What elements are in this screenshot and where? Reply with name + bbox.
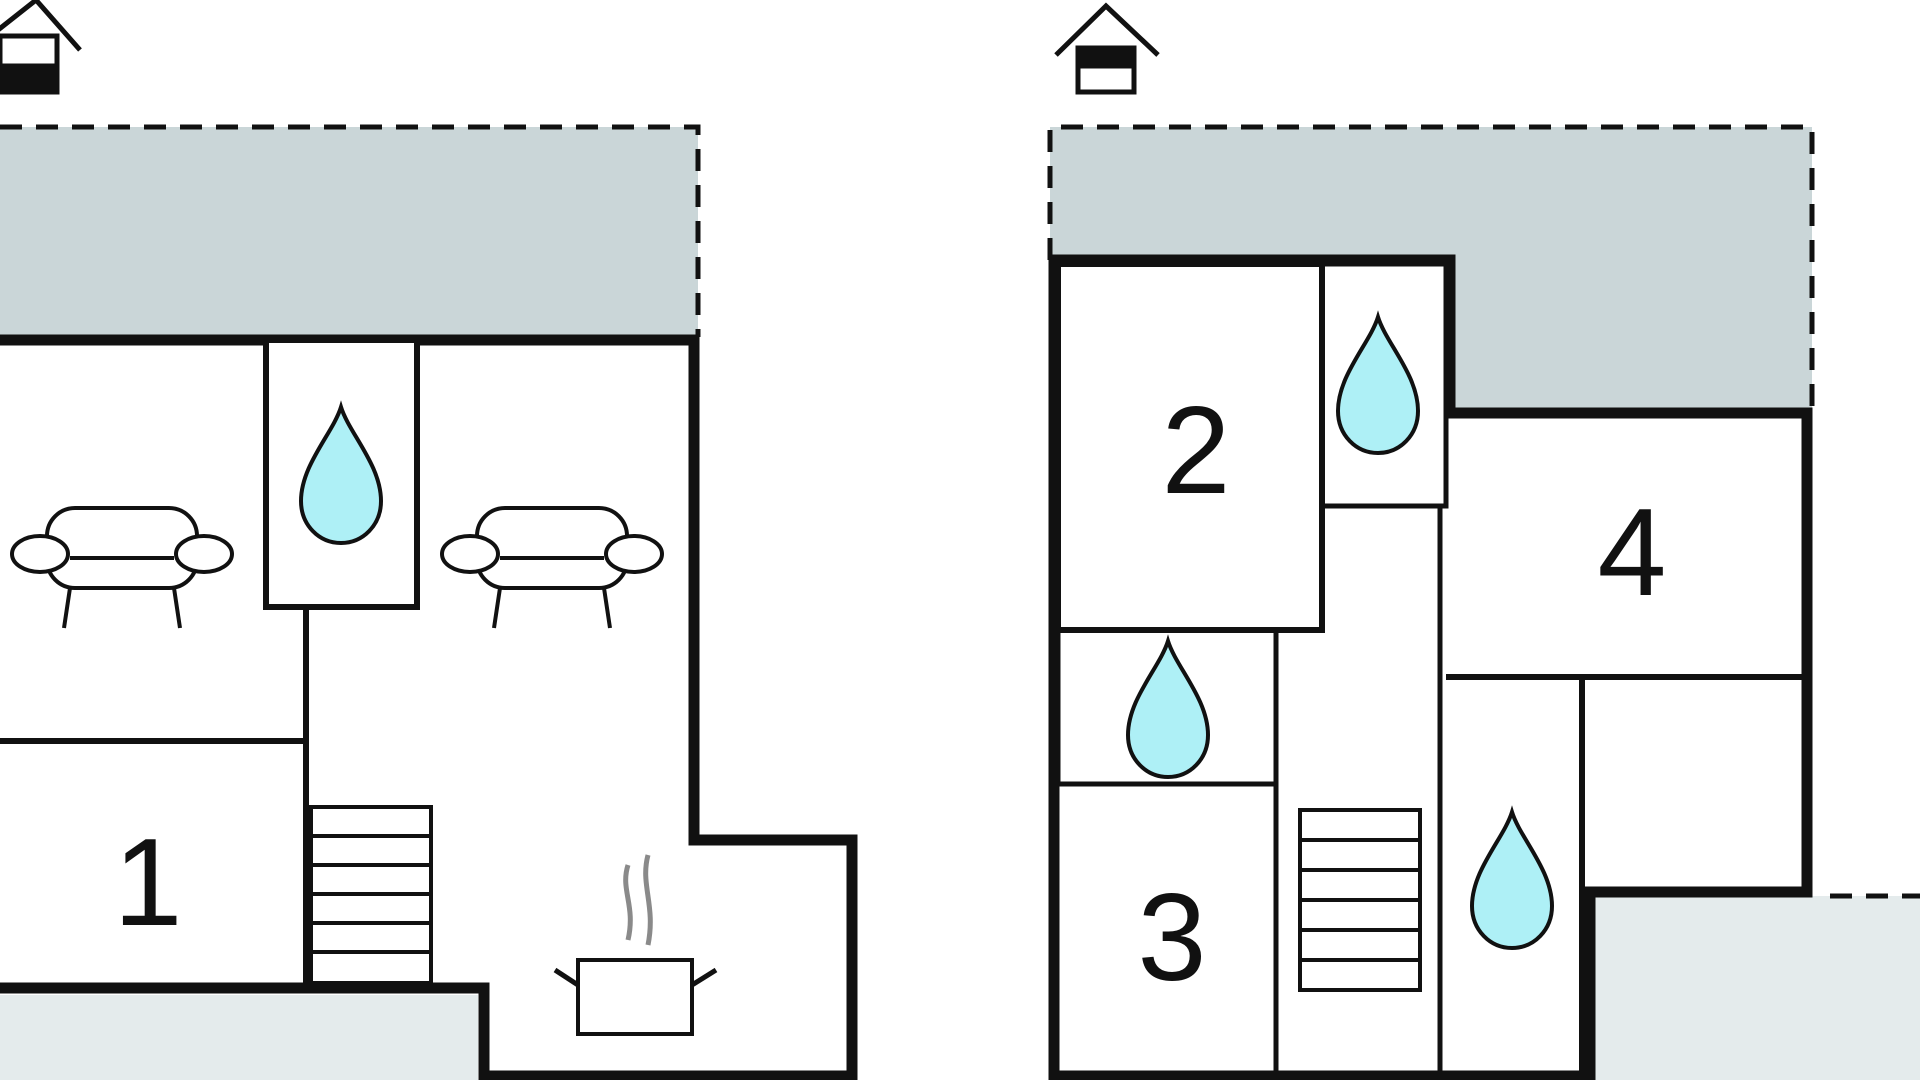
terrace-dashed-border: [1047, 124, 1815, 410]
stairs-icon: [309, 805, 433, 985]
outer-wall: [0, 334, 858, 1080]
water-drop-icon: [1126, 639, 1210, 779]
sofa-icon: [440, 506, 664, 629]
room-label-3: 3: [1138, 869, 1207, 1007]
water-drop-icon: [1336, 315, 1420, 455]
terrace-area: [0, 127, 698, 337]
upper-floor-plan: 2 3 4: [1047, 2, 1920, 1080]
house-upper-floor-icon: [1054, 2, 1160, 95]
house-lower-floor-icon: [0, 0, 82, 95]
outdoor-area-lower: [0, 995, 478, 1080]
room-label-1: 1: [114, 814, 183, 952]
room-label-2: 2: [1162, 382, 1231, 520]
terrace-area: [1050, 127, 1812, 410]
ground-floor-plan: 1: [0, 0, 858, 1080]
stairs-icon: [1298, 808, 1422, 992]
outer-wall: [1048, 254, 1813, 1080]
sofa-icon: [10, 506, 234, 629]
terrace-dashed-border: [0, 124, 701, 337]
room-label-4: 4: [1598, 484, 1667, 622]
bathroom-3-wall: [1055, 627, 1279, 787]
bathroom-2-wall: [1319, 261, 1449, 509]
water-drop-icon: [1470, 810, 1554, 950]
outdoor-area-lower: [1590, 896, 1920, 1080]
cooking-pot-icon: [553, 854, 718, 1036]
